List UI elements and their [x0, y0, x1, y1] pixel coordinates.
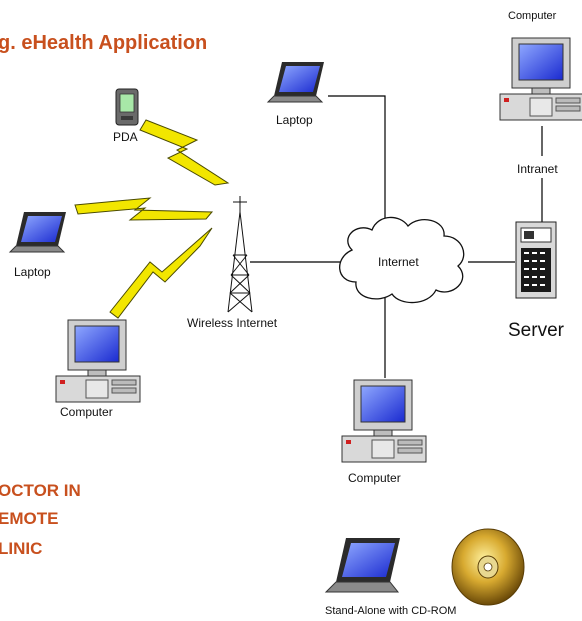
- laptop-top-icon: [267, 61, 325, 103]
- side-text-line-1: OCTOR IN: [0, 481, 81, 500]
- computer-left-label: Computer: [60, 405, 113, 419]
- internet-label: Internet: [378, 255, 419, 269]
- server-label: Server: [508, 320, 565, 341]
- side-text-line-2: EMOTE: [0, 509, 58, 528]
- computer-left-icon: [55, 319, 141, 403]
- wireless-tower-icon: [227, 196, 253, 313]
- diagram-title: g. eHealth Application: [0, 32, 207, 54]
- laptop-left-icon: [9, 211, 67, 253]
- side-text: OCTOR IN EMOTE LINIC: [0, 481, 81, 558]
- lightning-laptop: [74, 197, 214, 221]
- wireless-label: Wireless Internet: [187, 316, 278, 330]
- pda-label: PDA: [113, 130, 138, 144]
- side-text-line-3: LINIC: [0, 539, 42, 558]
- standalone-laptop-icon: [324, 538, 400, 593]
- laptop-left-label: Laptop: [14, 265, 51, 279]
- intranet-label: Intranet: [517, 162, 558, 176]
- laptop-top-label: Laptop: [276, 113, 313, 127]
- computer-top-right-label: Computer: [508, 10, 557, 22]
- link-laptop-internet: [328, 95, 386, 230]
- standalone-label: Stand-Alone with CD-ROM: [325, 605, 456, 617]
- internet-cloud-icon: [339, 216, 465, 304]
- network-links: [250, 95, 543, 378]
- lightning-computer: [109, 227, 213, 319]
- computer-bottom-label: Computer: [348, 471, 401, 485]
- pda-icon: [115, 88, 139, 126]
- computer-bottom-icon: [341, 379, 427, 463]
- server-icon: [515, 221, 557, 299]
- lightning-pda: [139, 119, 230, 186]
- computer-top-right-icon: [499, 37, 582, 121]
- wireless-lightning: [74, 119, 230, 319]
- cd-rom-icon: [451, 528, 525, 606]
